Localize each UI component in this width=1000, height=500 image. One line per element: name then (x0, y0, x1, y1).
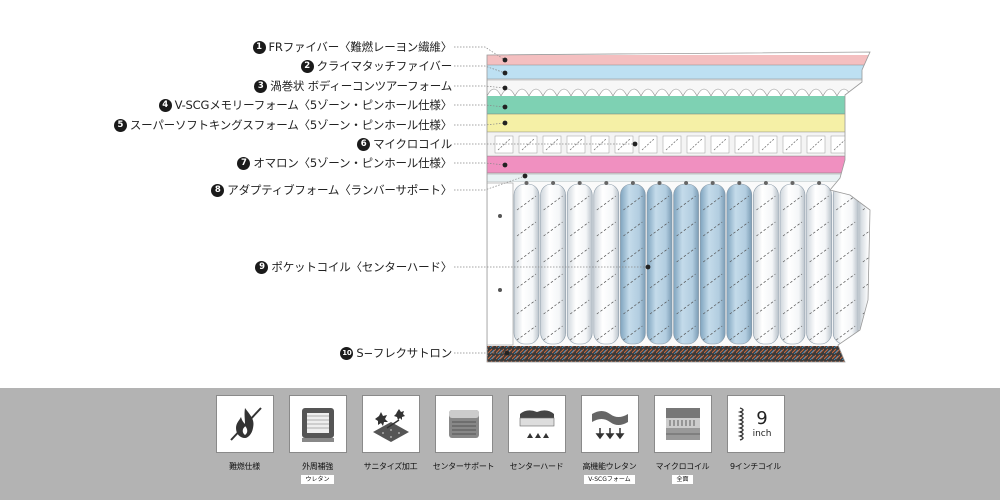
feature-sanitize: サニタイズ加工 (361, 395, 421, 500)
leader-dot-10 (504, 350, 510, 356)
feature-sublabel: ウレタン (301, 475, 334, 484)
mattress-illustration (454, 46, 871, 363)
sanitize-icon (361, 395, 420, 453)
leader-dot-7 (502, 162, 508, 168)
callout-number-badge: 7 (237, 156, 251, 170)
callout-number-badge: 6 (357, 137, 371, 151)
feature-edge-support: 外周補強ウレタン (288, 395, 348, 500)
callout-label: ポケットコイル〈センターハード〉 (271, 260, 452, 274)
feature-label: 高機能ウレタン (582, 462, 637, 471)
callout-label: オマロン〈5ゾーン・ピンホール仕様〉 (253, 156, 452, 170)
pocket-coil-layer (498, 181, 870, 345)
edge-support-icon (288, 395, 347, 453)
layer-fr-fiber (487, 55, 870, 65)
callout-number-badge: 1 (252, 40, 266, 54)
center-hard-icon (507, 395, 566, 453)
feature-label: サニタイズ加工 (363, 462, 418, 471)
callout-label: V-SCGメモリーフォーム〈5ゾーン・ピンホール仕様〉 (174, 98, 453, 112)
callout-number-badge: 8 (211, 183, 225, 197)
leader-line-8 (454, 175, 526, 191)
edge-support-foam (487, 182, 514, 346)
layer-super-soft-foam (487, 114, 870, 132)
feature-label: マイクロコイル (655, 462, 710, 471)
egg-crate-texture (487, 88, 870, 97)
high-function-urethane-icon (580, 395, 639, 453)
callout-number-badge: 3 (254, 79, 268, 93)
mattress-body (487, 52, 870, 362)
leader-line-3 (454, 85, 506, 89)
callout-number-badge: 9 (255, 260, 269, 274)
coil-size-number: 9 (756, 408, 767, 429)
coil-size-unit: inch (752, 429, 771, 439)
feature-label: 外周補強 (302, 462, 333, 471)
leader-line-1 (454, 46, 506, 61)
callout-label: 渦巻状 ボディーコンツアーフォーム (270, 79, 452, 93)
feature-center-hard: センターハード (507, 395, 567, 500)
leader-dot-1 (502, 57, 508, 63)
leader-line-2 (454, 65, 506, 74)
feature-micro-coil: マイクロコイル全面 (653, 395, 713, 500)
center-support-icon (434, 395, 493, 453)
feature-label: 難燃仕様 (229, 462, 260, 471)
callout-leader-lines (454, 46, 651, 356)
callout-label: FRファイバー〈難燃レーヨン繊維〉 (268, 40, 453, 54)
feature-icon-bar: 難燃仕様外周補強ウレタンサニタイズ加工センターサポートセンターハード高機能ウレタ… (0, 388, 1000, 500)
feature-label: センターサポート (432, 462, 495, 471)
leader-dot-6 (632, 141, 638, 147)
callout-label: アダプティブフォーム〈ランバーサポート〉 (227, 183, 452, 197)
feature-sublabel: 全面 (672, 475, 693, 484)
leader-dot-4 (502, 104, 508, 110)
flame-retardant-icon (215, 395, 274, 453)
callout-number-badge: 4 (158, 98, 172, 112)
callout-number-badge: 5 (113, 118, 127, 132)
feature-flame-retardant: 難燃仕様 (215, 395, 275, 500)
layer-omalon (487, 156, 870, 173)
leader-dot-9 (645, 264, 651, 270)
leader-dot-3 (502, 85, 508, 91)
layer-v-scg-memory-foam (487, 96, 870, 114)
feature-label: センターハード (509, 462, 564, 471)
feature-sublabel: V-SCGフォーム (584, 475, 635, 484)
callout-number-badge: 10 (340, 346, 354, 360)
leader-line-7 (454, 162, 506, 166)
callout-label: クライマタッチファイバー (316, 59, 453, 73)
feature-label: 9インチコイル (730, 462, 781, 471)
micro-coil-texture (494, 135, 870, 154)
callout-label: スーパーソフトキングスフォーム〈5ゾーン・ピンホール仕様〉 (129, 118, 452, 132)
leader-dot-8 (522, 173, 528, 179)
feature-center-support: センターサポート (432, 395, 495, 500)
micro-coil-icon (653, 395, 712, 453)
callout-label: S−フレクサトロン (356, 346, 452, 360)
layer-body-contour-foam (487, 79, 870, 97)
leader-line-5 (454, 122, 506, 126)
feature-high-function-urethane: 高機能ウレタン V-SCGフォーム (580, 395, 640, 500)
layer-clima-touch-fiber (487, 65, 870, 79)
layer-adaptive-foam (487, 173, 870, 183)
leader-dot-2 (502, 70, 508, 76)
layer-s-flexatron (487, 346, 870, 362)
leader-line-4 (454, 104, 506, 108)
leader-dot-5 (502, 120, 508, 126)
callout-label: マイクロコイル (373, 137, 452, 151)
callout-number-badge: 2 (300, 59, 314, 73)
